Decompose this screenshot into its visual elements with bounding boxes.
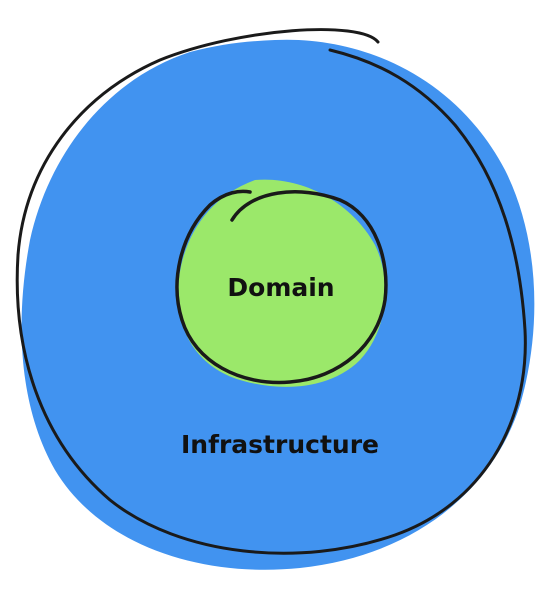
domain-outline [175, 189, 388, 385]
infrastructure-label: Infrastructure [181, 430, 379, 459]
infrastructure-outline [15, 28, 527, 555]
domain-layer [178, 179, 386, 387]
domain-label: Domain [227, 273, 335, 302]
